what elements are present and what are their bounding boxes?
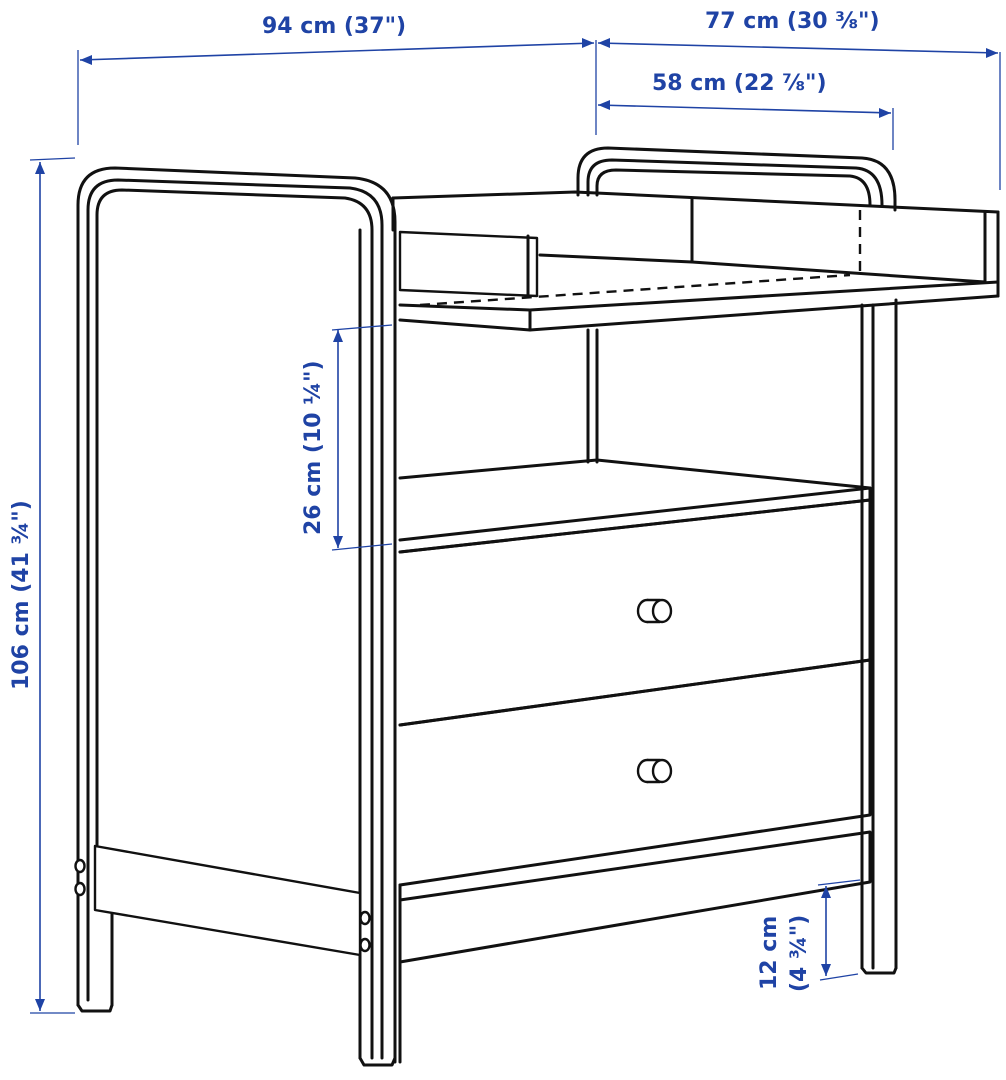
right-front-leg xyxy=(860,298,898,975)
dimension-floor-clearance: 12 cm (4 ¾") xyxy=(757,879,861,992)
dimension-annotations: 94 cm (37") 77 cm (30 ⅜") 58 cm (22 ⅞") … xyxy=(9,9,1001,1014)
height-label: 106 cm (41 ¾") xyxy=(9,500,34,690)
width-label: 94 cm (37") xyxy=(262,14,406,39)
knob-bottom xyxy=(636,758,673,784)
knob-top xyxy=(636,598,673,624)
changing-table-drawing xyxy=(74,146,1000,1067)
changing-top-tray xyxy=(391,190,1000,332)
dimension-top-depth: 58 cm (22 ⅞") xyxy=(597,71,894,150)
front-plinth xyxy=(398,830,872,1064)
dimension-shelf-clearance: 26 cm (10 ¼") xyxy=(301,324,393,551)
floor-clearance-label-in: (4 ¾") xyxy=(787,915,812,992)
left-side-panel xyxy=(74,166,397,1067)
dimension-height: 106 cm (41 ¾") xyxy=(9,157,76,1014)
shelf-clearance-label: 26 cm (10 ¼") xyxy=(301,360,326,535)
dimension-total-depth: 77 cm (30 ⅜") xyxy=(597,9,1001,190)
floor-clearance-label-cm: 12 cm xyxy=(757,916,782,990)
dimension-width: 94 cm (37") xyxy=(77,14,597,145)
open-shelf xyxy=(398,458,872,554)
top-depth-label: 58 cm (22 ⅞") xyxy=(652,71,827,96)
drawer-bottom xyxy=(398,658,872,887)
back-right-frame xyxy=(576,146,897,464)
total-depth-label: 77 cm (30 ⅜") xyxy=(705,9,880,34)
